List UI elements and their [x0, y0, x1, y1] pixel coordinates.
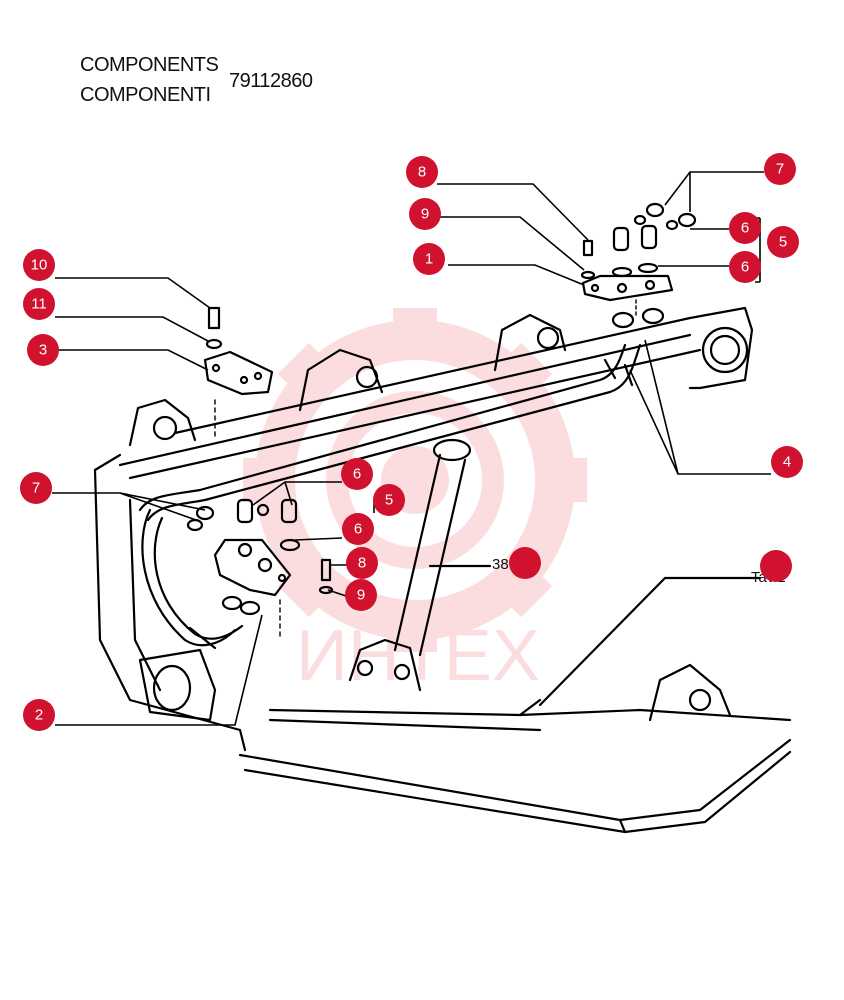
svg-text:7: 7 — [776, 161, 784, 178]
frame-drawing — [93, 202, 792, 834]
header-line-componenti: COMPONENTI — [80, 84, 211, 106]
svg-text:3: 3 — [39, 342, 47, 359]
watermark-gear-icon — [243, 308, 587, 652]
callout-9-mid: 9 — [345, 579, 377, 611]
svg-text:6: 6 — [354, 521, 362, 538]
callout-7-left: 7 — [20, 472, 52, 504]
svg-text:8: 8 — [358, 555, 366, 572]
svg-text:7: 7 — [32, 480, 40, 497]
svg-text:1: 1 — [425, 251, 433, 268]
svg-text:2: 2 — [35, 707, 43, 724]
svg-text:5: 5 — [779, 234, 787, 251]
callout-1: 1 — [413, 243, 445, 275]
svg-text:10: 10 — [31, 257, 48, 274]
svg-text:9: 9 — [357, 587, 365, 604]
svg-text:8: 8 — [418, 164, 426, 181]
callout-overlay-marker-b — [760, 550, 792, 582]
callout-4: 4 — [771, 446, 803, 478]
callout-2: 2 — [23, 699, 55, 731]
callout-7-top: 7 — [764, 153, 796, 185]
header-line-components: COMPONENTS — [80, 54, 219, 76]
part-number: 79112860 — [229, 70, 313, 92]
svg-text:5: 5 — [385, 492, 393, 509]
callout-overlay-marker-a — [509, 547, 541, 579]
callout-5-mid: 5 — [373, 484, 405, 516]
callout-6-top-a: 6 — [729, 212, 761, 244]
callout-6-mid-a: 6 — [341, 458, 373, 490]
callout-3: 3 — [27, 334, 59, 366]
callout-6-mid-b: 6 — [342, 513, 374, 545]
callout-8-mid: 8 — [346, 547, 378, 579]
callout-10: 10 — [23, 249, 55, 281]
svg-text:6: 6 — [741, 220, 749, 237]
callout-11: 11 — [23, 288, 55, 320]
svg-text:4: 4 — [783, 454, 791, 471]
callout-9-top: 9 — [409, 198, 441, 230]
svg-text:6: 6 — [741, 259, 749, 276]
svg-text:9: 9 — [421, 206, 429, 223]
svg-text:11: 11 — [31, 296, 47, 313]
callout-8-top: 8 — [406, 156, 438, 188]
callout-6-top-b: 6 — [729, 251, 761, 283]
svg-text:6: 6 — [353, 466, 361, 483]
callout-5-top: 5 — [767, 226, 799, 258]
